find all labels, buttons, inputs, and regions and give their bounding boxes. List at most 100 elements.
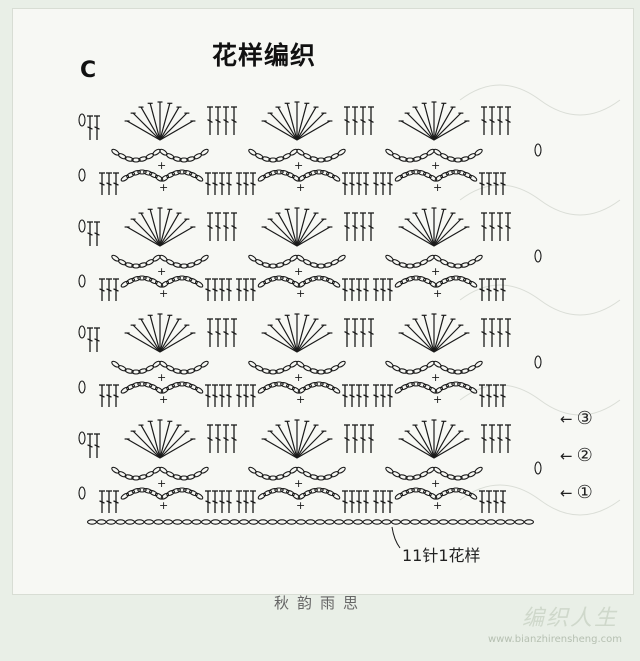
chain-arc [160, 275, 204, 288]
dc-stitch [481, 212, 487, 241]
turning-chain [534, 461, 542, 475]
row-marker-3: ← ③ [560, 408, 593, 429]
sc-stitch: + [294, 159, 303, 172]
sc-stitch: + [433, 393, 442, 406]
turning-chain [78, 486, 86, 500]
dc-stitch [223, 318, 229, 347]
dc-stitch [87, 433, 93, 458]
dc-stitch [489, 106, 495, 135]
chain-arc [248, 360, 298, 375]
sc-stitch: + [294, 265, 303, 278]
dc-stitch [489, 424, 495, 453]
dc-stitch [500, 172, 506, 195]
dc-stitch [219, 278, 225, 301]
shell-fan [398, 207, 470, 247]
chain-arc [385, 148, 435, 163]
dc-stitch [481, 424, 487, 453]
watermark-url: www.bianzhirensheng.com [487, 634, 622, 645]
dc-stitch [223, 424, 229, 453]
chain-arc [120, 487, 164, 500]
dc-stitch [99, 172, 105, 195]
dc-stitch [231, 106, 237, 135]
dc-stitch [479, 172, 485, 195]
sc-stitch: + [159, 181, 168, 194]
dc-stitch [356, 278, 362, 301]
dc-stitch [113, 384, 119, 407]
chain-arc [111, 254, 161, 269]
section-letter: C [80, 58, 97, 83]
dc-stitch [226, 278, 232, 301]
row-marker-2: ← ② [560, 445, 593, 466]
chain-arc [160, 381, 204, 394]
dc-stitch [243, 490, 249, 513]
dc-stitch [505, 424, 511, 453]
shell-fan [124, 419, 196, 459]
dc-stitch [373, 384, 379, 407]
dc-stitch [223, 106, 229, 135]
chain-arc [296, 254, 346, 269]
dc-stitch [342, 490, 348, 513]
sc-stitch: + [431, 159, 440, 172]
turning-chain [78, 219, 86, 233]
dc-stitch [94, 327, 100, 352]
dc-stitch [486, 384, 492, 407]
dc-stitch [243, 384, 249, 407]
turning-chain [78, 431, 86, 445]
chain-arc [160, 169, 204, 182]
dc-stitch [368, 212, 374, 241]
chain-arc [159, 360, 209, 375]
dc-stitch [380, 384, 386, 407]
dc-stitch [387, 172, 393, 195]
chain-arc [434, 169, 478, 182]
dc-stitch [380, 278, 386, 301]
chain-arc [257, 275, 301, 288]
shell-fan [261, 313, 333, 353]
dc-stitch [363, 278, 369, 301]
dc-stitch [481, 318, 487, 347]
sc-stitch: + [157, 371, 166, 384]
dc-stitch [479, 384, 485, 407]
chain-arc [257, 381, 301, 394]
dc-stitch [352, 424, 358, 453]
dc-stitch [497, 212, 503, 241]
dc-stitch [113, 172, 119, 195]
sc-stitch: + [159, 499, 168, 512]
chain-arc [394, 275, 438, 288]
shell-fan [398, 101, 470, 141]
dc-stitch [106, 490, 112, 513]
chain-arc [111, 466, 161, 481]
dc-stitch [363, 490, 369, 513]
dc-stitch [113, 278, 119, 301]
dc-stitch [205, 172, 211, 195]
dc-stitch [87, 115, 93, 140]
dc-stitch [363, 172, 369, 195]
dc-stitch [94, 433, 100, 458]
chain-arc [296, 148, 346, 163]
sc-stitch: + [157, 265, 166, 278]
chain-arc [394, 487, 438, 500]
dc-stitch [106, 278, 112, 301]
dc-stitch [352, 106, 358, 135]
shell-fan [124, 207, 196, 247]
dc-stitch [387, 384, 393, 407]
dc-stitch [207, 106, 213, 135]
dc-stitch [497, 424, 503, 453]
chain-arc [433, 466, 483, 481]
dc-stitch [250, 384, 256, 407]
shell-fan [261, 207, 333, 247]
dc-stitch [368, 424, 374, 453]
dc-stitch [360, 212, 366, 241]
dc-stitch [479, 490, 485, 513]
sc-stitch: + [296, 181, 305, 194]
dc-stitch [363, 384, 369, 407]
sc-stitch: + [433, 499, 442, 512]
dc-stitch [99, 490, 105, 513]
dc-stitch [223, 212, 229, 241]
sc-stitch: + [159, 393, 168, 406]
dc-stitch [505, 106, 511, 135]
dc-stitch [493, 490, 499, 513]
dc-stitch [231, 318, 237, 347]
dc-stitch [368, 318, 374, 347]
dc-stitch [212, 384, 218, 407]
dc-stitch [497, 106, 503, 135]
